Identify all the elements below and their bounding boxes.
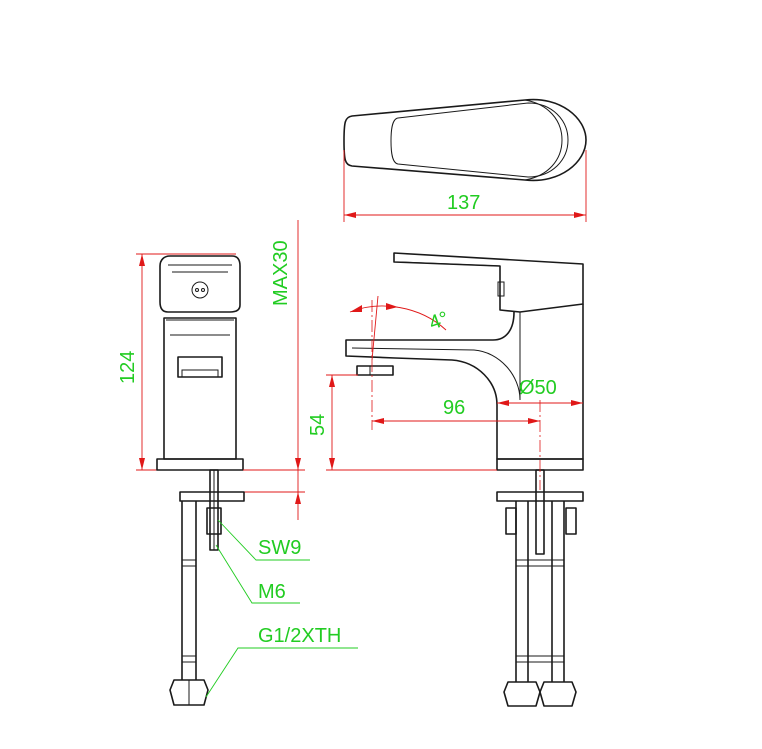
side-view: 4° 54 96 Ø50: [307, 252, 584, 707]
m6-leader: [215, 544, 300, 604]
indicator-dot-cold: [201, 288, 205, 292]
side-handle-pin: [497, 281, 505, 297]
side-flex-hose-left: [515, 501, 529, 682]
height-arrow-bottom: [139, 458, 145, 470]
side-hose-nut-right: [539, 681, 577, 707]
front-handle: [159, 255, 241, 313]
front-view: 124 MAX30: [117, 220, 305, 706]
width-arrow-right: [574, 212, 586, 218]
top-view-handle-outline: [343, 98, 587, 182]
max-arrow-top: [295, 458, 301, 470]
max-dimension-label: MAX30: [270, 240, 292, 306]
callouts: SW9 M6 G1/2XTH: [205, 519, 358, 698]
side-body-spout: [345, 304, 584, 460]
angle-label: 4°: [426, 307, 451, 334]
sw9-leader: [217, 519, 310, 561]
side-spout-inner: [351, 312, 521, 401]
m6-label: M6: [258, 581, 286, 603]
max-arrow-bottom: [295, 492, 301, 504]
height-arrow-top: [139, 254, 145, 266]
side-nut-right: [565, 507, 577, 535]
side-handle-lever: [393, 252, 584, 313]
front-base-plate: [156, 458, 244, 471]
indicator-dot-hot: [195, 288, 199, 292]
g12-label: G1/2XTH: [258, 625, 341, 647]
spout-height-arrow-bottom: [329, 458, 335, 470]
side-aerator: [356, 365, 394, 376]
angle-arrow-left: [350, 305, 362, 312]
diameter-arrow-left: [497, 400, 509, 406]
front-body: [163, 317, 237, 460]
reach-arrow-left: [372, 418, 384, 424]
spout-height-label: 54: [307, 414, 329, 436]
side-hose-nut-left: [503, 681, 541, 707]
width-dimension-label: 137: [447, 192, 480, 214]
angle-arrow-right: [386, 303, 398, 310]
indicator-icon: [191, 281, 209, 299]
side-fixing-plate: [496, 491, 584, 502]
front-body-neck: [166, 319, 234, 336]
front-aerator-ring: [181, 369, 219, 378]
front-hose-nut: [169, 679, 209, 706]
reach-dimension-label: 96: [443, 397, 465, 419]
front-fixing-plate: [179, 491, 245, 502]
sw9-label: SW9: [258, 537, 301, 559]
top-view-lever-outline: [390, 102, 569, 178]
top-view-base-arc: [524, 99, 563, 181]
width-arrow-left: [344, 212, 356, 218]
front-flex-hose: [181, 501, 197, 680]
top-view: 137: [343, 98, 587, 222]
angle-ref-line: [371, 295, 379, 361]
side-flex-hose-right: [551, 501, 565, 682]
side-nut-left: [505, 507, 517, 535]
height-dimension-label: 124: [117, 351, 139, 384]
diameter-dimension-label: Ø50: [519, 377, 557, 399]
front-aerator: [177, 356, 223, 378]
diameter-arrow-right: [571, 400, 583, 406]
side-handle-edge: [399, 261, 501, 267]
reach-arrow-right: [528, 418, 540, 424]
g12-leader: [205, 647, 358, 698]
spout-height-arrow-top: [329, 375, 335, 387]
